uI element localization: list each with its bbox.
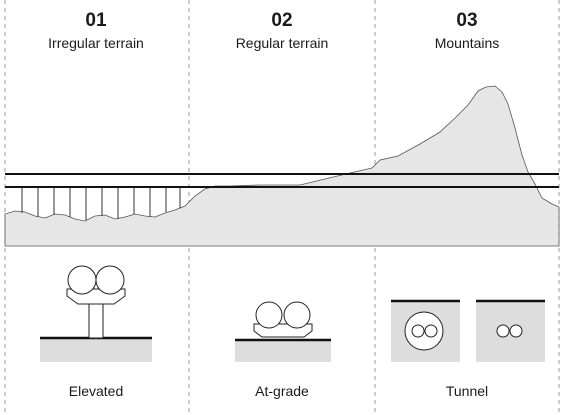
train-car-right [424,324,438,338]
column-title: Irregular terrain [48,35,144,51]
caption-tunnel: Tunnel [445,383,489,399]
train-car-left [255,301,283,329]
pier-column [88,300,104,339]
column-number: 02 [271,10,293,31]
column-title: Mountains [434,35,500,51]
train-car-right [509,324,523,338]
elevated-section-icon [40,265,152,362]
train-car-left [496,324,510,338]
column-header-3: 03 Mountains [373,10,561,52]
column-dividers [4,0,560,415]
train-car-left [67,265,97,295]
caption-elevated: Elevated [68,383,124,399]
column-number: 03 [456,10,478,31]
terrain-profile [4,85,560,247]
at-grade-section-icon [235,301,331,362]
ground-block [40,338,152,362]
ground-block [235,340,331,362]
tunnel-section-icon-large [391,299,460,362]
column-number: 01 [85,10,107,31]
viaduct-piers [21,187,181,220]
column-header-2: 02 Regular terrain [188,10,376,52]
caption-at-grade: At-grade [255,383,309,399]
train-car-right [283,301,311,329]
column-title: Regular terrain [235,35,329,51]
column-header-1: 01 Irregular terrain [2,10,190,52]
train-car-right [95,265,125,295]
train-car-left [411,324,425,338]
tunnel-section-icon-small [476,299,545,362]
